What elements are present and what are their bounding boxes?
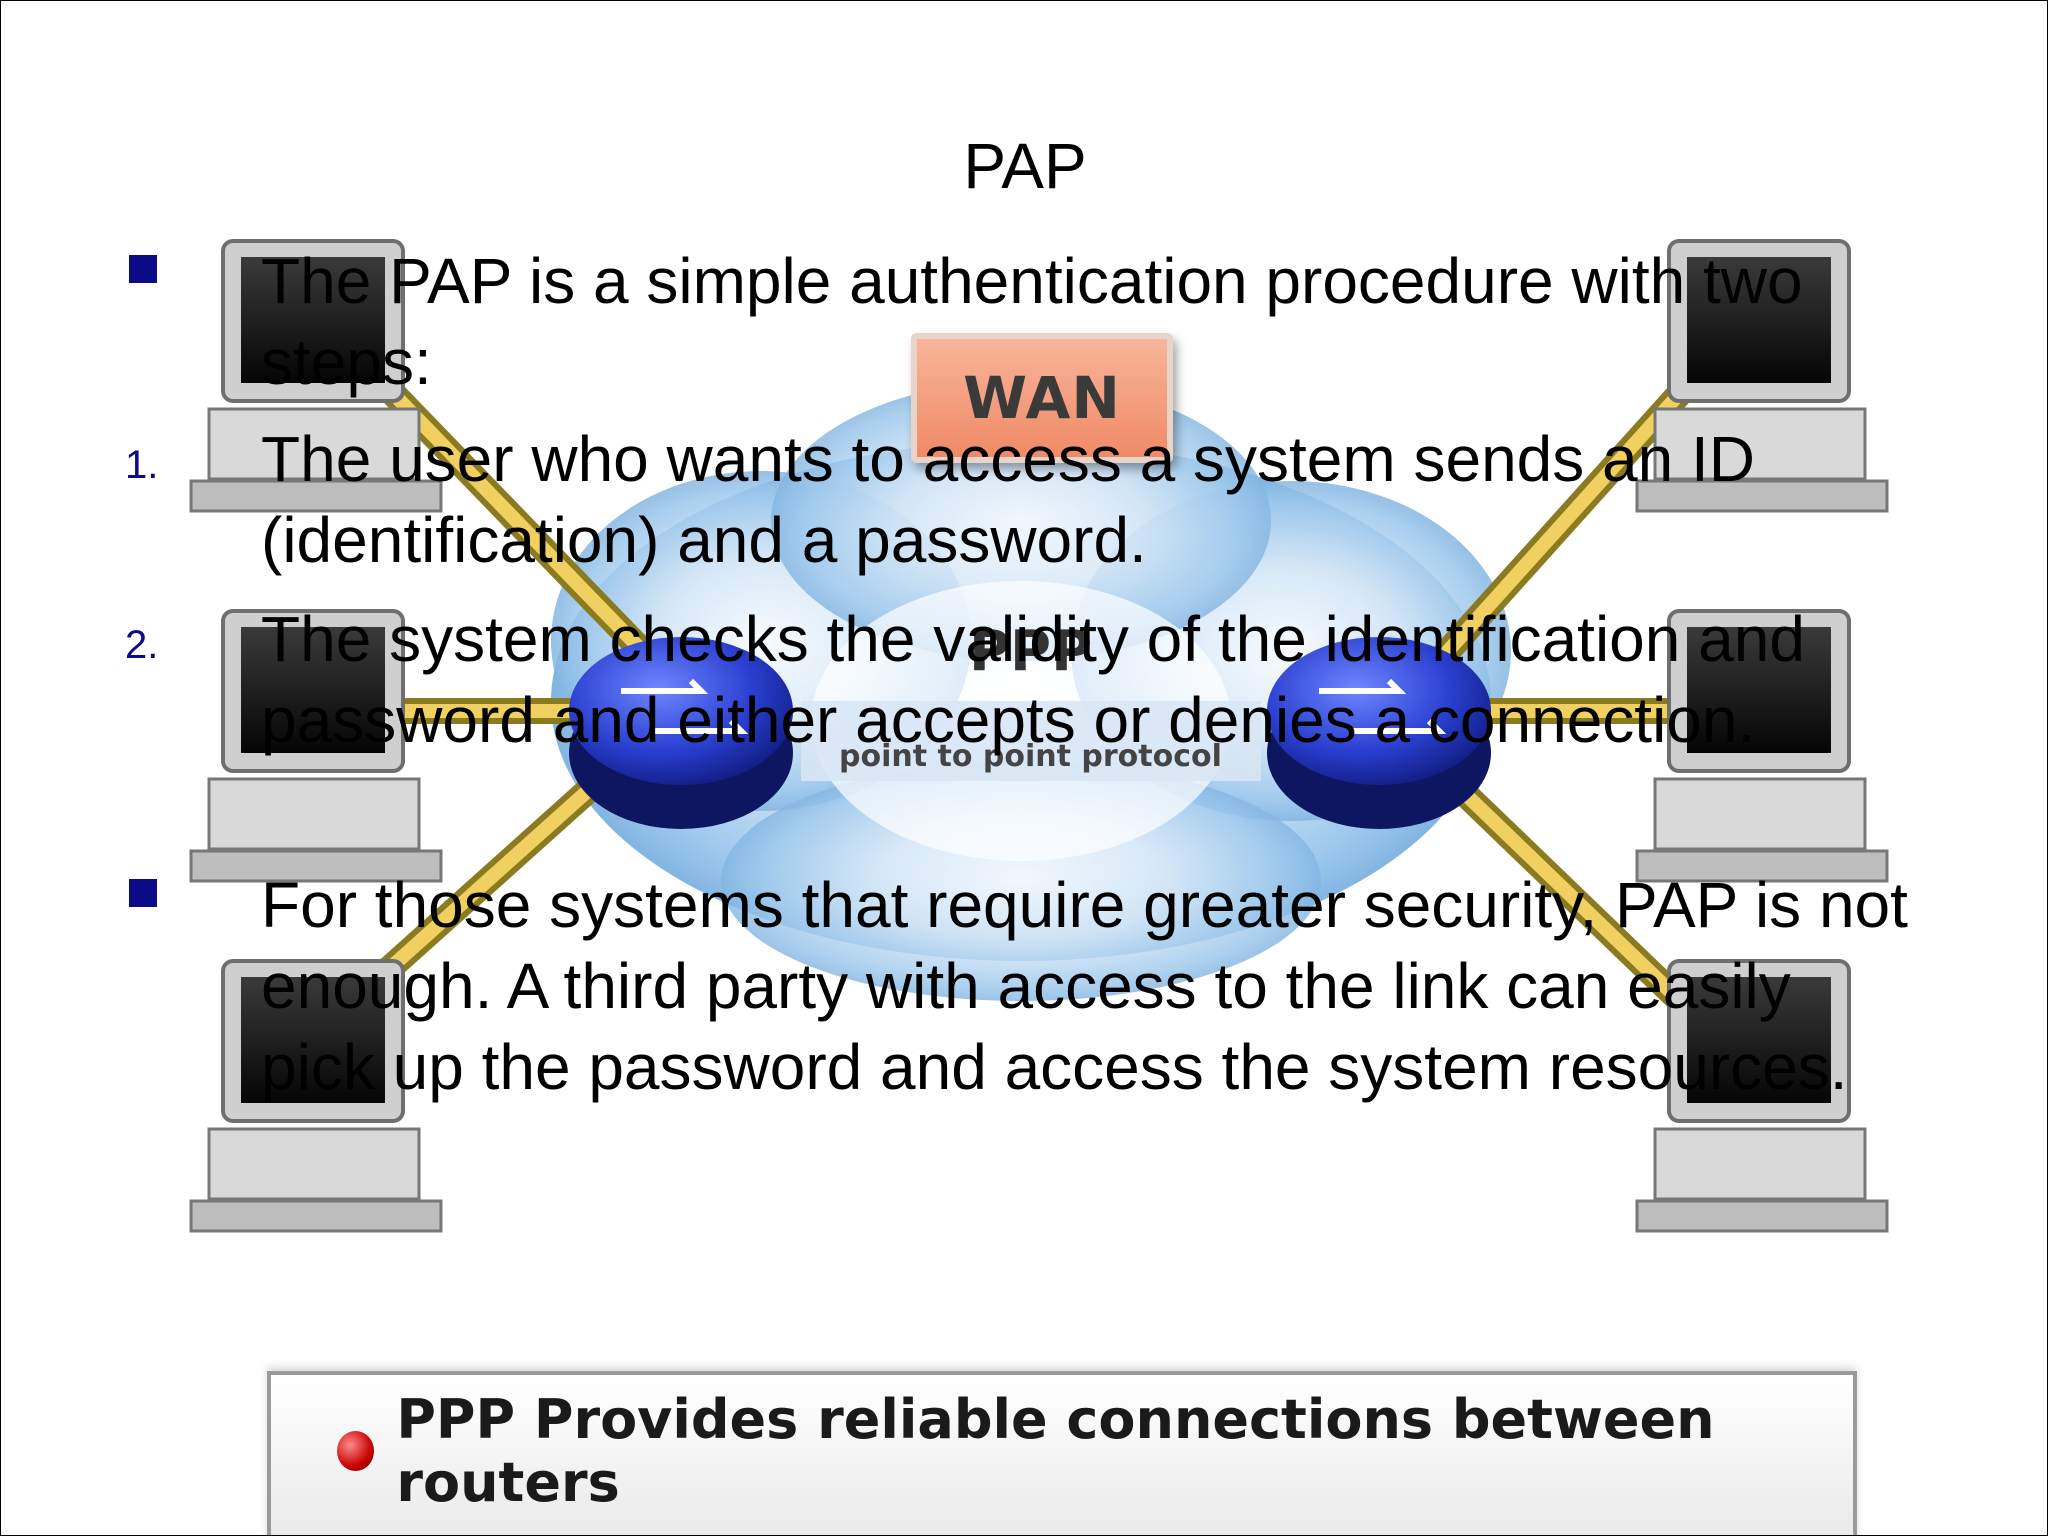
wan-label: WAN [963, 364, 1121, 432]
caption-bullet-icon [337, 1431, 375, 1471]
ppp-label: PPP [969, 619, 1093, 684]
caption-text: PPP Provides reliable connections betwee… [396, 1388, 1715, 1514]
router-right [1267, 637, 1491, 829]
list-number-1: 1. [125, 443, 159, 487]
numbered-item-1: The user who wants to access a system se… [261, 423, 1755, 576]
bullet-item-1: The PAP is a simple authentication proce… [261, 245, 1803, 398]
wan-box: WAN [911, 333, 1173, 463]
computers [189, 239, 1889, 1233]
bullet-square-icon [129, 879, 157, 907]
bullet-item-2: For those systems that require greater s… [261, 869, 1908, 1103]
bullet-square-icon [129, 255, 157, 283]
ppp-sublabel: point to point protocol [839, 739, 1222, 774]
numbered-item-2: The system checks the validity of the id… [261, 603, 1805, 756]
list-number-2: 2. [125, 623, 159, 667]
router-left [569, 637, 793, 829]
slide-title: PAP [963, 130, 1087, 202]
caption-box: PPP Provides reliable connections betwee… [267, 1371, 1857, 1535]
